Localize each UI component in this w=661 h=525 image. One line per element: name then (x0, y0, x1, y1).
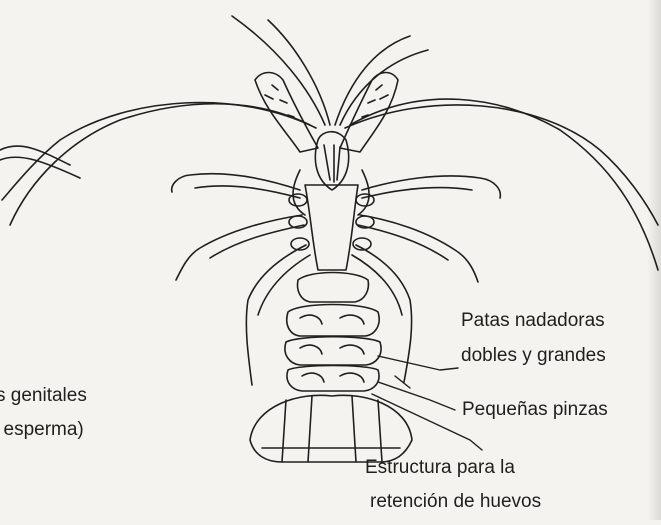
label-genital-2: l esperma) (0, 418, 84, 442)
label-egg-retention-2: retención de huevos (370, 490, 541, 514)
tail-fan (250, 395, 412, 462)
abdomen (285, 273, 381, 392)
label-swimmerets-1: Patas nadadoras (461, 309, 605, 333)
label-small-pincers: Pequeñas pinzas (462, 398, 608, 422)
label-egg-retention-1: Estructura para la (365, 456, 515, 480)
label-genital-1: s genitales (0, 384, 87, 408)
label-swimmerets-2: dobles y grandes (461, 344, 606, 368)
page-edge-shadow (647, 0, 661, 520)
legs-left (172, 174, 310, 385)
